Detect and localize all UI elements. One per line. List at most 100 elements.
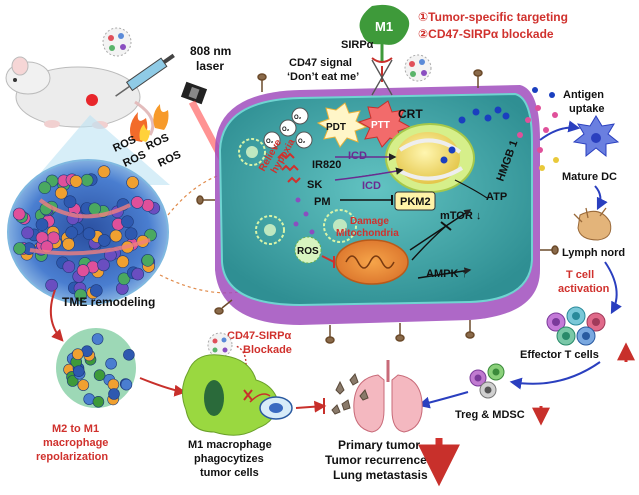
antigen-label-1: Antigen [563,89,604,101]
pkm2-label: PKM2 [400,196,431,208]
blockade-label-1: CD47-SIRPα [227,330,291,342]
tissue-cell [126,176,139,189]
tissue-cell [38,181,52,194]
tissue-cell [120,378,133,391]
effector-t-cells-icon [546,306,606,346]
tissue-cell [73,365,85,378]
icd-label-1: ICD [348,150,367,162]
lymph-node-icon [573,207,612,241]
tissue-cell [72,348,84,361]
icd-label-2: ICD [362,180,381,192]
point-2: ②CD47-SIRPα blockade [418,27,554,41]
sirpa-label: SIRPα [341,39,374,51]
mitochondrion [335,239,409,285]
tissue-cell [141,199,155,212]
crt-dots [440,106,510,164]
pm-label: PM [314,196,331,208]
tissue-cell [92,395,105,408]
phago-label-2: phagocytizes [194,453,264,465]
m1-tumor-cluster [56,328,136,408]
tissue-cell [69,175,83,188]
vesicle-cluster [238,138,357,245]
tissue-cell [121,215,134,228]
cd47-label-2: ‘Don’t eat me’ [287,71,359,83]
tissue-cell [105,357,117,370]
outcome-label-3: Lung metastasis [333,468,428,482]
tissue-cell [74,288,87,302]
point-2-num: ② [418,27,428,41]
o2-label-3: O₂ [294,115,302,121]
tissue-cell [82,227,96,240]
tissue-cell [54,186,68,200]
tissue-cell [62,237,75,251]
m1-badge: M1 [375,19,393,34]
o2-label-4: O₂ [266,139,274,145]
effector-label: Effector T cells [520,349,599,361]
treg-mdsc-icon [469,363,505,399]
tissue-cell [117,272,131,286]
tissue-cell [65,226,78,239]
tissue-cell [63,195,77,208]
lymph-label: Lymph nord [562,247,625,259]
ptt-label: PTT [371,120,390,131]
tissue-cell [141,253,155,267]
tissue-cell [97,165,111,178]
zigzag-molecules [277,152,301,184]
tissue-cell [66,375,79,387]
cd47-binding [371,57,393,96]
laser-label-2: laser [196,59,224,73]
tissue-cell [76,264,90,277]
atp-label: ATP [486,191,507,203]
blockade-label-2: Blockade [243,344,292,356]
nanoparticle-cluster [102,27,132,57]
ros-vesicle [294,236,322,264]
tissue-cell [13,242,26,255]
syringe-icon [115,53,175,97]
tissue-cell [80,173,94,187]
lungs-icon [353,360,423,433]
tissue-cell [97,258,110,272]
crt-label: CRT [398,107,423,121]
m2m1-label-1: M2 to M1 [52,423,99,435]
antigen-label-2: uptake [569,103,604,115]
tissue-cell [21,226,34,240]
phagocytosis-macrophage-icon [182,354,278,436]
o2-label-1: O₂ [282,127,290,133]
tumor-cells-cluster [331,373,369,415]
tissue-cell [12,207,26,221]
tissue-cell [93,369,106,382]
m2m1-label-3: repolarization [36,451,108,463]
tme-label: TME remodeling [62,295,155,309]
mature-dc-label: Mature DC [562,171,617,183]
nanoparticle-bottom [207,332,233,358]
ros-label-4: ROS [156,149,183,170]
nanoparticle-top [404,54,432,82]
tissue-cell [45,278,58,292]
o2-label-2: O₂ [298,139,306,145]
dendritic-cell-icon [572,115,620,158]
sk-label: SK [307,179,322,191]
engulfed-tumor-cell [259,396,293,420]
phago-label-1: M1 macrophage [188,439,272,451]
nucleus [385,123,475,193]
tissue-cell [91,333,104,345]
tissue-cell [124,227,138,240]
purple-dots [293,197,315,235]
tissue-cell [131,196,144,209]
point-1-text: Tumor-specific targeting [428,10,568,24]
m1-macrophage-icon [359,4,410,62]
damp-dots [517,87,559,171]
tissue-cell [131,267,144,281]
tissue-cell [108,388,120,400]
point-1: ①Tumor-specific targeting [418,10,568,24]
ros-cell-label: ROS [297,246,319,257]
mouse-illustration [5,56,155,136]
tissue-cell [77,379,90,391]
m2m1-label-2: macrophage [43,437,108,449]
oxygen-bubbles [263,107,313,149]
point-2-text: CD47-SIRPα blockade [428,27,554,41]
pkm2-box [394,191,436,211]
tissue-cell [35,218,49,231]
tissue-cell [90,284,103,297]
